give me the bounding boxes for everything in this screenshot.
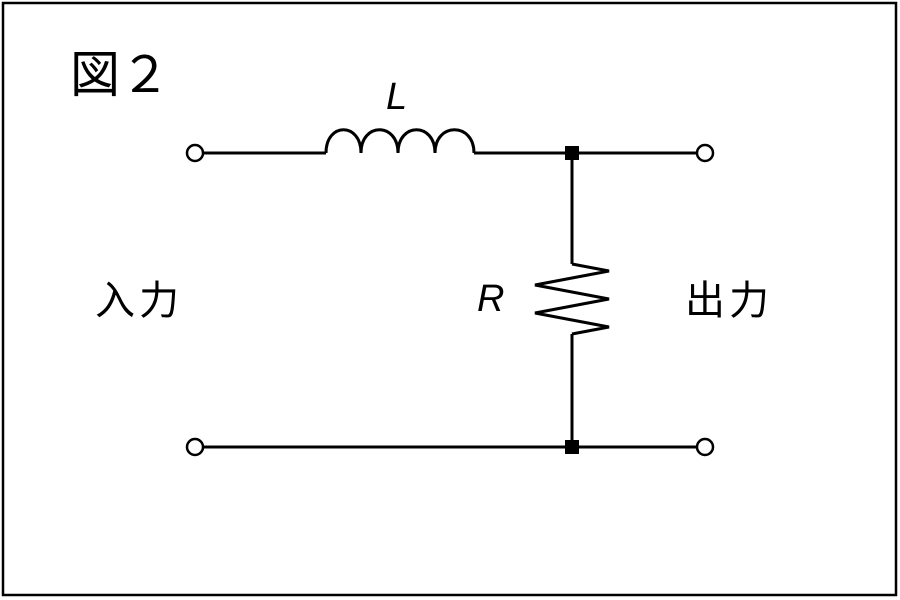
inductor-coil xyxy=(324,128,476,154)
input-terminal-bottom xyxy=(185,437,205,457)
resistor-label: R xyxy=(477,278,505,320)
input-terminal-top xyxy=(185,143,205,163)
junction-bottom xyxy=(565,440,579,454)
output-label: 出力 xyxy=(685,278,773,324)
resistor-zigzag xyxy=(534,262,610,336)
output-terminal-bottom xyxy=(695,437,715,457)
inductor-label: L xyxy=(386,76,408,118)
input-label: 入力 xyxy=(95,278,183,324)
figure-title: 図２ xyxy=(70,46,170,104)
output-terminal-top xyxy=(695,143,715,163)
junction-top xyxy=(565,146,579,160)
